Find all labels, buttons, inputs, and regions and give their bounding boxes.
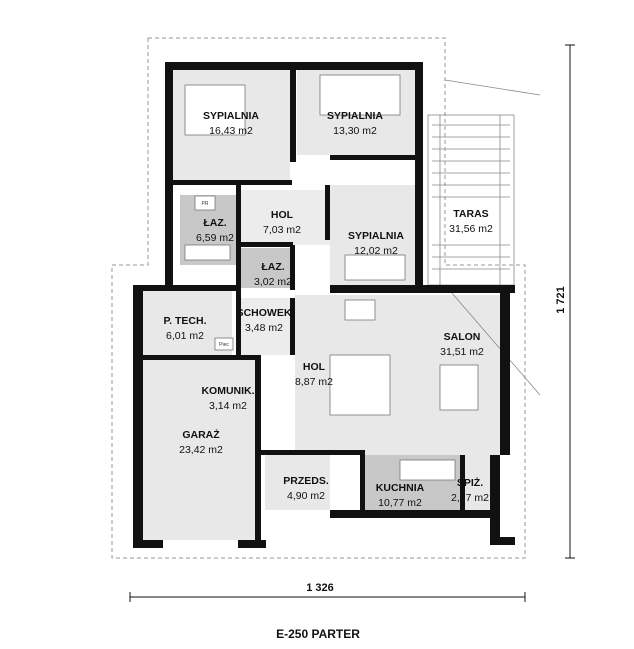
room-area: 10,77 m2: [378, 497, 422, 509]
room-area: 16,43 m2: [209, 125, 253, 137]
room-name: GARAŻ: [182, 428, 220, 441]
room-area: 8,87 m2: [295, 376, 333, 388]
fireplace: [344, 299, 376, 321]
room-area: 23,42 m2: [179, 444, 223, 456]
room-area: 3,02 m2: [254, 276, 292, 288]
floor-lazienka-2: [240, 248, 290, 288]
room-name: KOMUNIK.: [201, 385, 254, 397]
room-name: KUCHNIA: [376, 482, 425, 494]
room-name: SYPIALNIA: [327, 110, 383, 122]
bathtub: [184, 244, 231, 261]
floor-schowek: [237, 298, 292, 355]
depth-label: 1 721: [555, 286, 567, 314]
floor-garaz: [140, 360, 260, 540]
room-name: SALON: [444, 331, 481, 343]
floor-hol-1: [240, 190, 330, 245]
bed-3: [344, 254, 406, 281]
room-name: SYPIALNIA: [203, 110, 259, 122]
roof-outline: [111, 37, 526, 559]
room-name: HOL: [303, 361, 326, 373]
room-area: 3,14 m2: [209, 400, 247, 412]
room-name: ŁAZ.: [203, 217, 226, 229]
room-name: ŁAZ.: [261, 261, 284, 273]
room-name: SCHOWEK: [237, 307, 292, 319]
room-area: 31,51 m2: [440, 346, 484, 358]
floor-spizarnia: [463, 455, 493, 510]
room-area: 3,48 m2: [245, 322, 283, 334]
bed-2: [319, 74, 401, 116]
fixture-pr-box: [194, 195, 216, 211]
dimension-width: 1 326: [129, 582, 526, 602]
room-area: 6,59 m2: [196, 232, 234, 244]
bed-1: [184, 84, 246, 136]
room-area: 4,90 m2: [287, 490, 325, 502]
walls: [133, 62, 515, 548]
kitchen-island: [399, 459, 456, 481]
room-name: HOL: [271, 209, 294, 221]
room-name: SPIŻ.: [457, 476, 483, 489]
room-area: 6,01 m2: [166, 330, 204, 342]
floor-przedsionek: [265, 455, 330, 510]
room-area: 31,56 m2: [449, 223, 493, 235]
room-name: PRZEDS.: [283, 475, 329, 487]
room-area: 2,77 m2: [451, 492, 489, 504]
dining-table: [439, 364, 479, 411]
fixture-piec-box: [214, 337, 234, 351]
room-name: TARAS: [453, 208, 488, 220]
room-area: 12,02 m2: [354, 245, 398, 257]
fixture-pr-label: PR: [202, 201, 209, 207]
dimension-depth: 1 721: [555, 44, 575, 559]
furniture: [184, 74, 479, 481]
fixture-piec-label: Piec: [219, 342, 229, 348]
room-area: 7,03 m2: [263, 224, 301, 236]
room-name: P. TECH.: [164, 315, 207, 327]
width-label: 1 326: [306, 582, 334, 594]
sofa: [329, 354, 391, 416]
room-name: SYPIALNIA: [348, 230, 404, 242]
room-area: 13,30 m2: [333, 125, 377, 137]
plan-title: E-250 PARTER: [276, 627, 360, 641]
room-labels: SYPIALNIA 16,43 m2 SYPIALNIA 13,30 m2 ŁA…: [164, 110, 494, 509]
